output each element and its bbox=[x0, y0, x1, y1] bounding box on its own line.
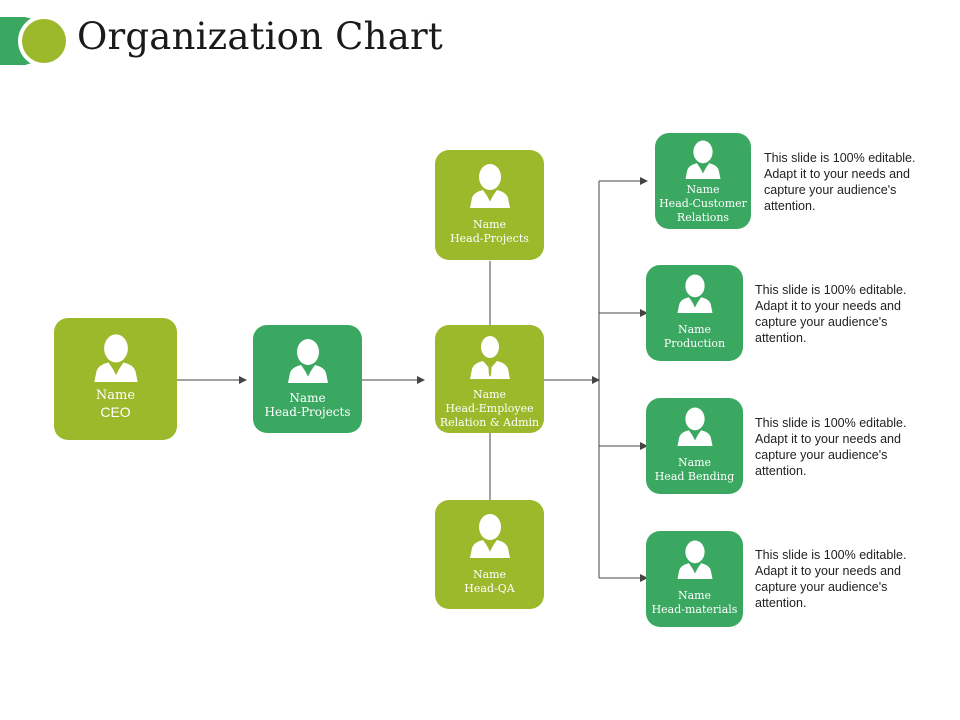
person-icon bbox=[93, 334, 138, 382]
description-line: attention. bbox=[755, 331, 807, 345]
node-head-materials: Name Head-materials bbox=[646, 531, 743, 627]
description-line: This slide is 100% editable. bbox=[755, 283, 907, 297]
node-name: Name bbox=[95, 388, 136, 403]
node-head-employee: Name Head-Employee Relation & Admin bbox=[435, 325, 544, 433]
description-line: attention. bbox=[755, 596, 807, 610]
node-role: Head-QA bbox=[464, 582, 515, 595]
description-line: attention. bbox=[764, 199, 816, 213]
description-head-bending: This slide is 100% editable. Adapt it to… bbox=[755, 415, 925, 479]
node-role: Head-Projects bbox=[450, 232, 529, 245]
node-name: Name bbox=[289, 391, 326, 405]
node-production: Name Production bbox=[646, 265, 743, 361]
description-line: capture your audience's bbox=[755, 315, 888, 329]
description-line: capture your audience's bbox=[755, 580, 888, 594]
person-icon bbox=[469, 164, 510, 208]
node-role: Head-Projects bbox=[264, 405, 351, 419]
description-line: capture your audience's bbox=[755, 448, 888, 462]
description-production: This slide is 100% editable. Adapt it to… bbox=[755, 282, 925, 346]
description-line: capture your audience's bbox=[764, 183, 897, 197]
node-role: CEO bbox=[100, 404, 131, 420]
node-ceo: Name CEO bbox=[54, 318, 177, 440]
node-name: Name bbox=[472, 568, 507, 581]
description-customer-relations: This slide is 100% editable. Adapt it to… bbox=[764, 150, 934, 214]
page-title: Organization Chart bbox=[77, 15, 443, 58]
description-line: This slide is 100% editable. bbox=[755, 416, 907, 430]
node-role-line-2: Relations bbox=[676, 211, 730, 224]
circles-logo-icon bbox=[0, 17, 70, 65]
description-line: This slide is 100% editable. bbox=[764, 151, 916, 165]
person-icon bbox=[677, 540, 712, 579]
node-name: Name bbox=[677, 323, 712, 336]
person-icon bbox=[677, 407, 712, 446]
description-line: Adapt it to your needs and bbox=[755, 432, 901, 446]
node-name: Name bbox=[677, 589, 712, 602]
node-name: Name bbox=[472, 388, 507, 401]
description-head-materials: This slide is 100% editable. Adapt it to… bbox=[755, 547, 925, 611]
node-head-bending: Name Head Bending bbox=[646, 398, 743, 494]
node-name: Name bbox=[677, 456, 712, 469]
node-name: Name bbox=[686, 183, 720, 196]
node-role-line-1: Head-Employee bbox=[445, 402, 534, 415]
node-head-projects: Name Head-Projects bbox=[253, 325, 362, 433]
node-head-projects-top: Name Head-Projects bbox=[435, 150, 544, 260]
person-icon bbox=[685, 140, 721, 179]
person-icon bbox=[469, 514, 510, 558]
node-role: Production bbox=[663, 337, 726, 350]
description-line: Adapt it to your needs and bbox=[764, 167, 910, 181]
node-name: Name bbox=[472, 218, 507, 231]
node-role-line-1: Head-Customer bbox=[659, 197, 747, 210]
node-role-line-2: Relation & Admin bbox=[439, 416, 540, 429]
description-line: Adapt it to your needs and bbox=[755, 299, 901, 313]
description-line: Adapt it to your needs and bbox=[755, 564, 901, 578]
node-head-qa: Name Head-QA bbox=[435, 500, 544, 609]
description-line: attention. bbox=[755, 464, 807, 478]
person-icon bbox=[287, 339, 328, 383]
node-role: Head Bending bbox=[654, 470, 735, 483]
person-icon bbox=[677, 274, 712, 313]
node-role: Head-materials bbox=[651, 603, 738, 616]
node-head-customer-relations: Name Head-Customer Relations bbox=[655, 133, 751, 229]
description-line: This slide is 100% editable. bbox=[755, 548, 907, 562]
person-icon bbox=[469, 336, 510, 379]
